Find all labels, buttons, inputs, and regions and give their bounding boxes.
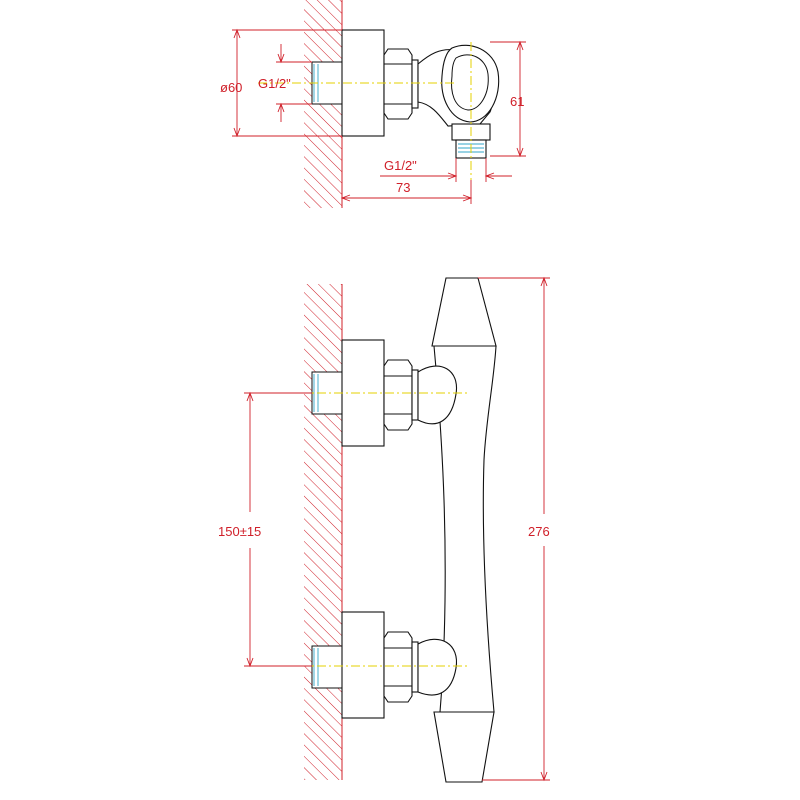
top-nut [383,48,413,120]
front-top-cap [431,277,497,347]
dim-front-height: 276 [528,524,550,539]
front-view: 150±15 276 [218,276,550,783]
dim-top-depth: 73 [396,180,410,195]
dim-top-thread-outlet: G1/2" [384,158,417,173]
front-upper-connector [417,365,458,425]
dim-top-thread-inlet: G1/2" [258,76,291,91]
dim-top-diameter: ø60 [220,80,242,95]
front-lower-connector [417,638,458,696]
dim-top-height: 61 [510,94,524,109]
front-lower-nut [383,631,413,703]
dim-front-center-distance: 150±15 [218,524,261,539]
front-upper-nut [383,359,413,431]
front-lower-inlet-pipe [311,645,343,689]
top-knob [441,44,500,123]
front-bottom-cap [433,711,495,783]
top-view: ø60 G1/2" 61 G1/2" 73 [220,0,526,208]
front-lower-flange [341,611,385,719]
front-wall-hatch [304,284,342,780]
